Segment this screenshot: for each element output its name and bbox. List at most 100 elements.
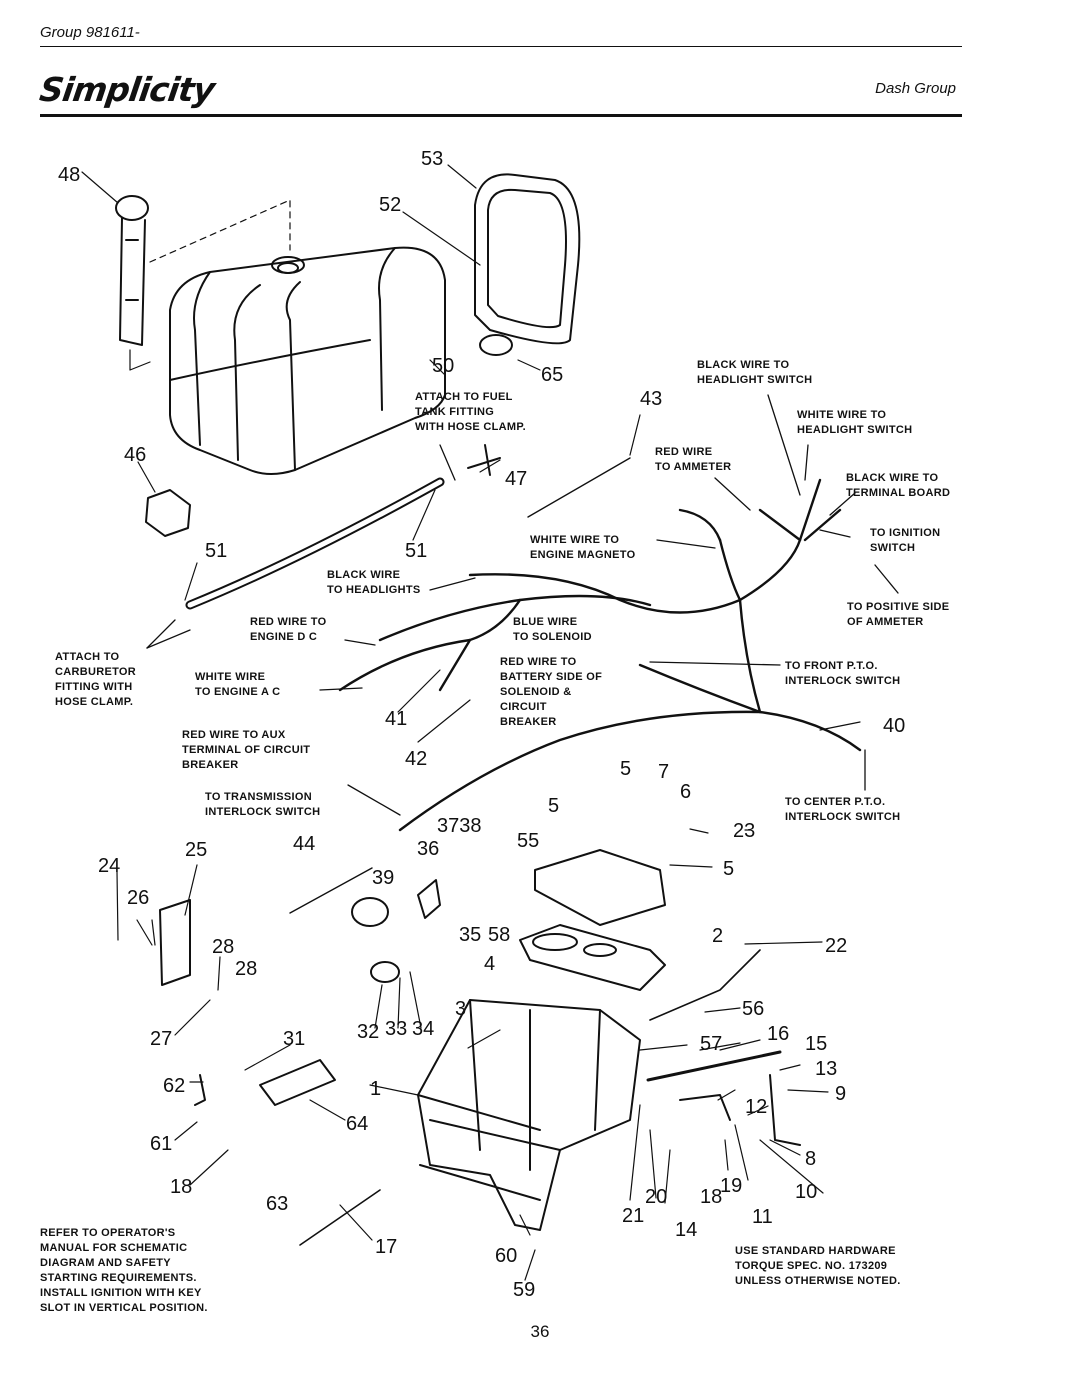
label-blue-solenoid: BLUE WIRE TO SOLENOID [513,616,592,643]
callout-9: 9 [835,1083,846,1105]
label-line: TO TRANSMISSION [205,791,312,803]
label-line: HEADLIGHT SWITCH [697,374,812,386]
callout-50: 50 [432,355,454,377]
label-center-pto: TO CENTER P.T.O.INTERLOCK SWITCH [785,796,900,823]
callout-57: 57 [700,1033,722,1055]
header-rule-thin [40,46,962,47]
callout-22: 22 [825,935,847,957]
label-line: SLOT IN VERTICAL POSITION. [40,1302,208,1314]
label-line: UNLESS OTHERWISE NOTED. [735,1275,901,1287]
callout-61: 61 [150,1133,172,1155]
callout-numbers: 48 53 52 50 65 46 47 43 51 51 41 42 40 5… [58,148,905,1301]
label-line: RED WIRE TO [250,616,327,628]
callout-3738: 3738 [437,815,482,837]
ignition-switch [417,879,441,919]
label-arrows [146,394,899,816]
label-line: RED WIRE [655,446,712,458]
callout-5a: 5 [620,758,631,780]
callout-51a: 51 [205,540,227,562]
label-line: TO HEADLIGHTS [327,584,421,596]
label-line: FITTING WITH [55,681,133,693]
callout-35: 35 [459,924,481,946]
label-line: HEADLIGHT SWITCH [797,424,912,436]
label-black-headlights: BLACK WIRE TO HEADLIGHTS [327,569,421,596]
label-line: TERMINAL OF CIRCUIT [182,744,310,756]
label-line: ATTACH TO [55,651,120,663]
callout-34: 34 [412,1018,434,1040]
callout-56: 56 [742,998,764,1020]
label-front-pto: TO FRONT P.T.O.INTERLOCK SWITCH [785,660,900,687]
header-rule-thick [40,114,962,117]
label-red-engine-dc: RED WIRE TO ENGINE D C [250,616,327,643]
terminal-board [159,899,191,986]
page-number: 36 [530,1322,550,1341]
callout-18a: 18 [170,1176,192,1198]
callout-41: 41 [385,708,407,730]
label-line: CARBURETOR [55,666,136,678]
label-line: INTERLOCK SWITCH [785,675,900,687]
callout-14: 14 [675,1219,697,1241]
callout-15: 15 [805,1033,827,1055]
group-number: Group 981611- [40,24,140,41]
label-line: BATTERY SIDE OF [500,671,602,683]
label-line: BLUE WIRE [513,616,577,628]
callout-47: 47 [505,468,527,490]
callout-3: 3 [455,998,466,1020]
callout-28a: 28 [212,936,234,958]
label-line: TANK FITTING [415,406,494,418]
callout-17: 17 [375,1236,397,1258]
callout-31: 31 [283,1028,305,1050]
label-line: SWITCH [870,542,915,554]
callout-2: 2 [712,925,723,947]
label-transmission: TO TRANSMISSION INTERLOCK SWITCH [205,791,320,818]
callout-4: 4 [484,953,495,975]
callout-58: 58 [488,924,510,946]
ammeter [351,897,389,927]
label-line: WHITE WIRE [195,671,265,683]
callout-27: 27 [150,1028,172,1050]
label-line: WHITE WIRE TO [797,409,886,421]
callout-62: 62 [163,1075,185,1097]
label-line: INTERLOCK SWITCH [785,811,900,823]
label-line: HOSE CLAMP. [55,696,133,708]
label-attach-carb: ATTACH TO CARBURETOR FITTING WITH HOSE CLAM… [55,651,136,708]
label-line: TO IGNITION [870,527,940,539]
callout-28b: 28 [235,958,257,980]
leader-lines [81,164,861,1281]
label-line: BLACK WIRE [327,569,400,581]
label-ignition: TO IGNITION SWITCH [870,527,940,554]
callout-42: 42 [405,748,427,770]
label-line: STARTING REQUIREMENTS. [40,1272,197,1284]
callout-12: 12 [745,1096,767,1118]
label-line: INTERLOCK SWITCH [205,806,320,818]
callout-32: 32 [357,1021,379,1043]
callout-6: 6 [680,781,691,803]
callout-40: 40 [883,715,905,737]
callout-44: 44 [293,833,315,855]
label-line: ENGINE D C [250,631,317,643]
label-line: REFER TO OPERATOR'S [40,1227,175,1239]
linkage [679,1094,731,1121]
label-line: RED WIRE TO AUX [182,729,286,741]
callout-53: 53 [421,148,443,170]
label-line: RED WIRE TO [500,656,577,668]
label-line: TO SOLENOID [513,631,592,643]
section-title: Dash Group [875,80,956,97]
label-line: MANUAL FOR SCHEMATIC [40,1242,187,1254]
fuel-gauge-sender [115,195,151,371]
callout-1: 1 [370,1078,381,1100]
callout-25: 25 [185,839,207,861]
label-line: TO POSITIVE SIDE [847,601,949,613]
bolt [194,1074,206,1106]
callout-11: 11 [752,1206,773,1228]
label-line: TERMINAL BOARD [846,487,950,499]
callout-21: 21 [622,1205,644,1227]
label-line: INSTALL IGNITION WITH KEY [40,1287,202,1299]
